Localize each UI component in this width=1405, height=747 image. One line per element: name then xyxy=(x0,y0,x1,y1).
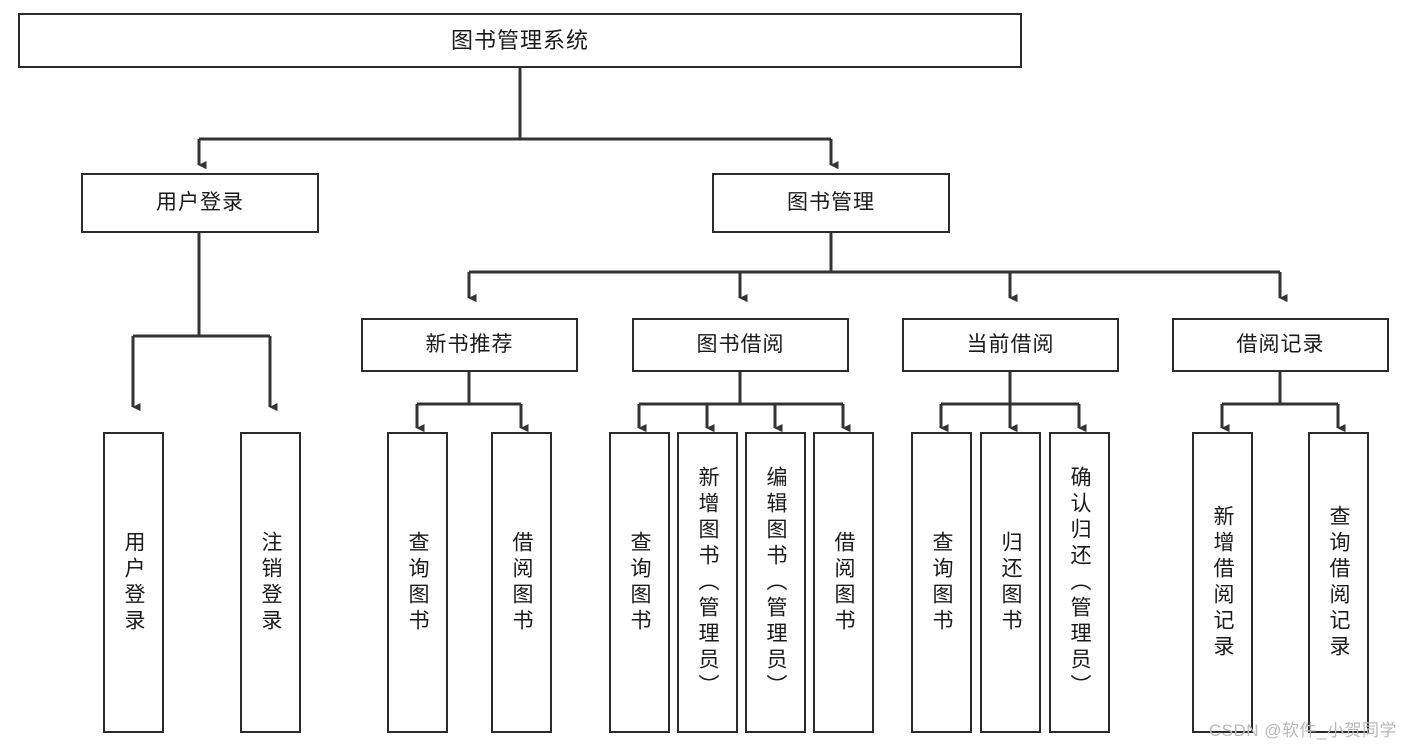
leaf-user-login[interactable]: 用户登录 xyxy=(103,432,164,733)
node-label: 查询图书 xyxy=(406,530,429,635)
node-root-system[interactable]: 图书管理系统 xyxy=(18,13,1022,68)
node-label: 查询图书 xyxy=(930,530,953,635)
node-borrow-record[interactable]: 借阅记录 xyxy=(1172,318,1389,372)
node-label: 图书管理 xyxy=(787,190,875,214)
node-label: 查询图书 xyxy=(628,530,651,635)
node-label: 注销登录 xyxy=(259,530,282,635)
leaf-borrow-book[interactable]: 借阅图书 xyxy=(813,432,874,733)
node-label: 用户登录 xyxy=(156,190,244,214)
leaf-logout[interactable]: 注销登录 xyxy=(240,432,301,733)
leaf-confirm-return-admin[interactable]: 确认归还（管理员） xyxy=(1049,432,1110,733)
node-label: 借阅记录 xyxy=(1236,332,1325,356)
node-label: 新书推荐 xyxy=(425,332,514,356)
node-book-borrow[interactable]: 图书借阅 xyxy=(632,318,849,372)
leaf-query-book-borrow[interactable]: 查询图书 xyxy=(609,432,670,733)
leaf-return-book[interactable]: 归还图书 xyxy=(980,432,1041,733)
leaf-query-borrow-record[interactable]: 查询借阅记录 xyxy=(1308,432,1369,733)
node-label: 新增图书（管理员） xyxy=(696,465,719,700)
node-label: 借阅图书 xyxy=(510,530,533,635)
leaf-borrow-book-recommend[interactable]: 借阅图书 xyxy=(491,432,552,733)
leaf-add-book-admin[interactable]: 新增图书（管理员） xyxy=(677,432,738,733)
node-label: 归还图书 xyxy=(999,530,1022,635)
node-label: 确认归还（管理员） xyxy=(1068,465,1091,700)
leaf-edit-book-admin[interactable]: 编辑图书（管理员） xyxy=(745,432,806,733)
leaf-query-book-current[interactable]: 查询图书 xyxy=(911,432,972,733)
node-label: 当前借阅 xyxy=(966,332,1055,356)
node-label: 图书管理系统 xyxy=(450,27,589,53)
node-label: 查询借阅记录 xyxy=(1327,504,1350,661)
node-user-login[interactable]: 用户登录 xyxy=(81,173,319,233)
leaf-add-borrow-record[interactable]: 新增借阅记录 xyxy=(1192,432,1253,733)
node-new-book-recommend[interactable]: 新书推荐 xyxy=(361,318,578,372)
node-label: 编辑图书（管理员） xyxy=(764,465,787,700)
node-label: 新增借阅记录 xyxy=(1211,504,1234,661)
node-book-management[interactable]: 图书管理 xyxy=(712,173,950,233)
node-label: 图书借阅 xyxy=(696,332,785,356)
node-current-borrow[interactable]: 当前借阅 xyxy=(902,318,1119,372)
leaf-query-book-recommend[interactable]: 查询图书 xyxy=(387,432,448,733)
node-label: 用户登录 xyxy=(122,530,145,635)
node-label: 借阅图书 xyxy=(832,530,855,635)
